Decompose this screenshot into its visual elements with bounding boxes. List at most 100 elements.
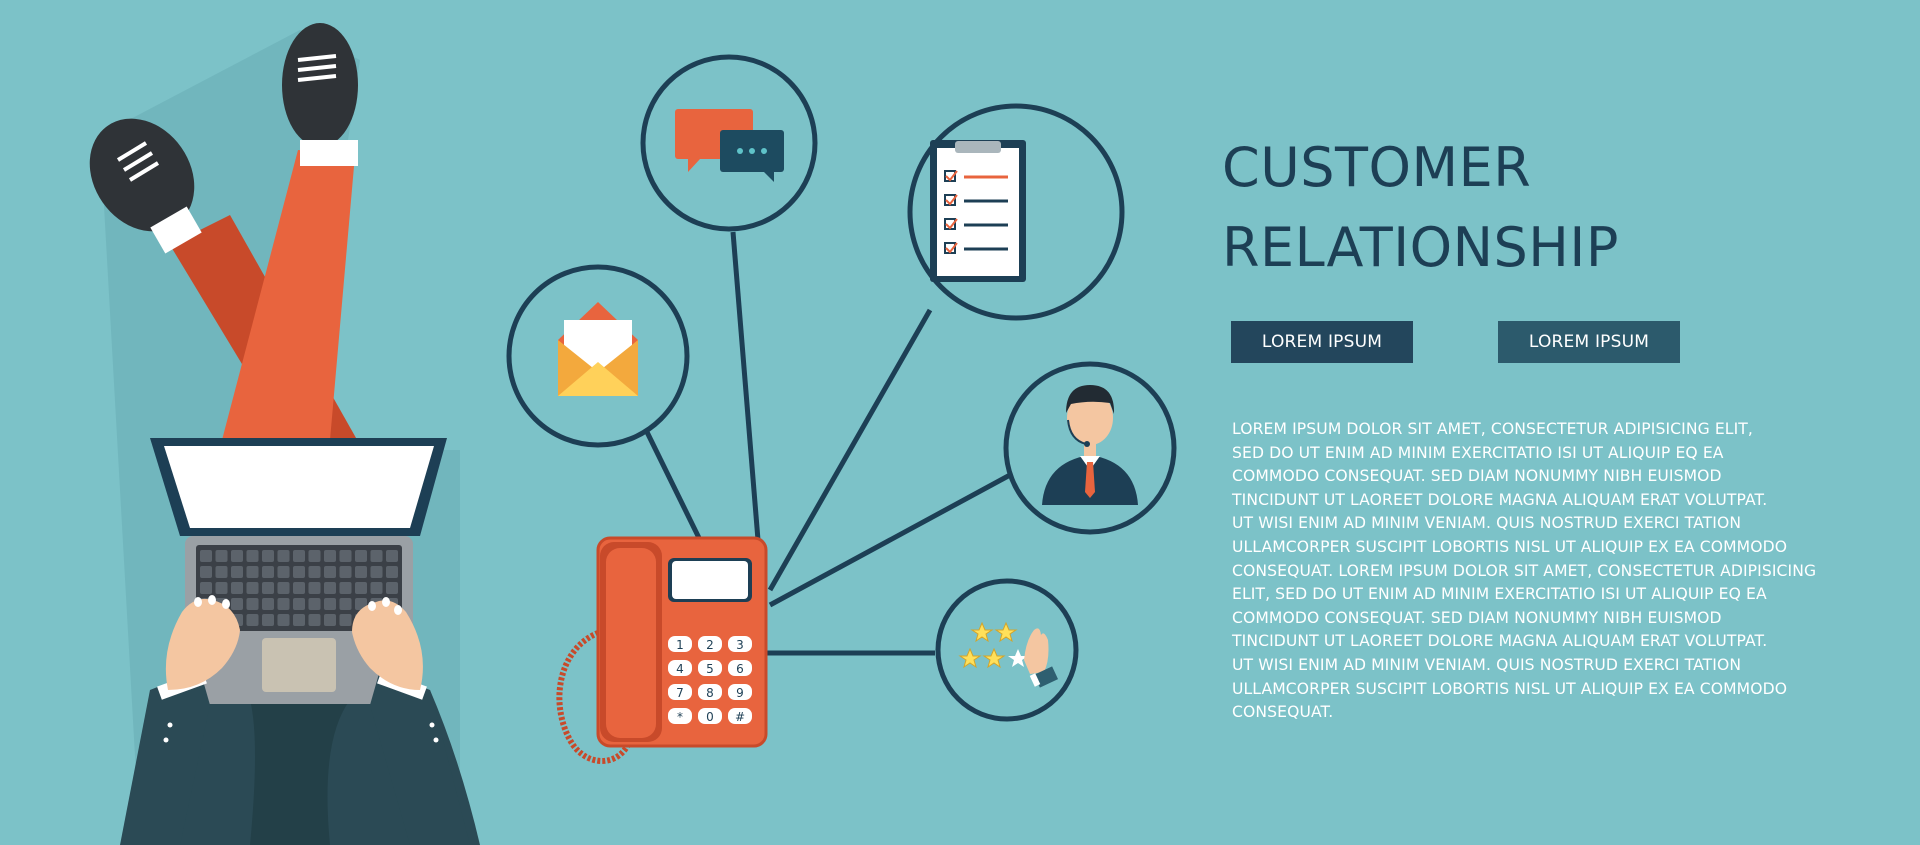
body-line: SED DO UT ENIM AD MINIM EXERCITATIO ISI … — [1232, 443, 1724, 462]
envelope-icon — [506, 264, 690, 448]
person-with-laptop — [89, 23, 480, 845]
phone-key-label: 9 — [736, 686, 744, 700]
laptop-key — [355, 582, 367, 594]
laptop-key — [370, 550, 383, 562]
laptop-key — [355, 550, 367, 562]
laptop-key — [324, 614, 336, 626]
body-line: COMMODO CONSEQUAT. SED DIAM NONUMMY NIBH… — [1232, 608, 1722, 627]
laptop-key — [339, 550, 352, 562]
phone-key-label: 3 — [736, 638, 744, 652]
phone-key-label: * — [677, 710, 683, 724]
body-line: ELIT, SED DO UT ENIM AD MINIM EXERCITATI… — [1232, 585, 1767, 604]
body-line: UT WISI ENIM AD MINIM VENIAM. QUIS NOSTR… — [1232, 655, 1742, 674]
body-line: ULLAMCORPER SUSCIPIT LOBORTIS NISL UT AL… — [1232, 679, 1788, 698]
laptop-key — [308, 598, 321, 610]
laptop-icon — [150, 438, 447, 704]
phone-key: * — [668, 708, 692, 724]
laptop-key — [262, 598, 274, 610]
laptop-key — [324, 550, 336, 562]
laptop-key — [277, 582, 290, 594]
phone-key-label: 0 — [706, 710, 714, 724]
laptop-key — [355, 566, 367, 578]
body-line: ULLAMCORPER SUSCIPIT LOBORTIS NISL UT AL… — [1232, 537, 1788, 556]
phone-key: 6 — [728, 660, 752, 676]
laptop-key — [231, 598, 243, 610]
chat-bubbles-icon — [640, 54, 818, 232]
laptop-key — [370, 582, 383, 594]
phone-key-label: # — [735, 710, 745, 724]
laptop-key — [308, 582, 321, 594]
laptop-key — [339, 566, 352, 578]
laptop-key — [262, 582, 274, 594]
body-text: LOREM IPSUM DOLOR SIT AMET, CONSECTETUR … — [1232, 418, 1872, 725]
phone-key: 4 — [668, 660, 692, 676]
phone-key: 9 — [728, 684, 752, 700]
laptop-key — [386, 566, 398, 578]
laptop-key — [277, 566, 290, 578]
laptop-key — [293, 550, 305, 562]
body-line: TINCIDUNT UT LAOREET DOLORE MAGNA ALIQUA… — [1232, 490, 1768, 509]
laptop-key — [200, 566, 212, 578]
laptop-key — [231, 550, 243, 562]
laptop-key — [246, 614, 259, 626]
connector-lines — [643, 231, 1012, 656]
body-line: COMMODO CONSEQUAT. SED DIAM NONUMMY NIBH… — [1232, 467, 1722, 486]
phone-key-label: 8 — [706, 686, 714, 700]
laptop-key — [324, 598, 336, 610]
laptop-key — [262, 566, 274, 578]
laptop-key — [246, 550, 259, 562]
body-line: CONSEQUAT. — [1232, 703, 1334, 722]
laptop-key — [215, 566, 228, 578]
laptop-key — [262, 614, 274, 626]
laptop-key — [386, 550, 398, 562]
laptop-key — [308, 566, 321, 578]
laptop-key — [355, 598, 367, 610]
laptop-key — [200, 550, 212, 562]
body-line: TINCIDUNT UT LAOREET DOLORE MAGNA ALIQUA… — [1232, 632, 1768, 651]
laptop-key — [339, 582, 352, 594]
laptop-key — [262, 550, 274, 562]
laptop-key — [231, 566, 243, 578]
title-line-2: RELATIONSHIP — [1222, 216, 1619, 279]
laptop-key — [293, 598, 305, 610]
laptop-key — [308, 550, 321, 562]
laptop-key — [246, 598, 259, 610]
phone-key-label: 5 — [706, 662, 714, 676]
checklist-clipboard-icon — [907, 103, 1125, 321]
phone-key: 1 — [668, 636, 692, 652]
page-title: CUSTOMER RELATIONSHIP — [1222, 128, 1619, 288]
laptop-key — [324, 566, 336, 578]
phone-key-label: 4 — [676, 662, 684, 676]
laptop-key — [339, 598, 352, 610]
laptop-key — [215, 550, 228, 562]
phone-key-label: 2 — [706, 638, 714, 652]
laptop-key — [215, 582, 228, 594]
laptop-key — [200, 582, 212, 594]
body-line: LOREM IPSUM DOLOR SIT AMET, CONSECTETUR … — [1232, 420, 1753, 438]
laptop-key — [293, 566, 305, 578]
laptop-key — [308, 614, 321, 626]
body-line: CONSEQUAT. LOREM IPSUM DOLOR SIT AMET, C… — [1232, 561, 1817, 580]
title-line-1: CUSTOMER — [1222, 136, 1532, 199]
phone-key: 2 — [698, 636, 722, 652]
laptop-key — [246, 566, 259, 578]
star-rating-icon — [935, 578, 1079, 722]
lorem-ipsum-button-primary[interactable]: LOREM IPSUM — [1231, 321, 1413, 363]
phone-key-label: 1 — [676, 638, 684, 652]
laptop-key — [339, 614, 352, 626]
laptop-key — [277, 598, 290, 610]
phone-key: 8 — [698, 684, 722, 700]
laptop-key — [386, 582, 398, 594]
laptop-key — [277, 614, 290, 626]
laptop-key — [277, 550, 290, 562]
phone-key-label: 6 — [736, 662, 744, 676]
laptop-key — [246, 582, 259, 594]
body-line: UT WISI ENIM AD MINIM VENIAM. QUIS NOSTR… — [1232, 514, 1742, 533]
laptop-key — [293, 614, 305, 626]
phone-key: 3 — [728, 636, 752, 652]
lorem-ipsum-button-secondary[interactable]: LOREM IPSUM — [1498, 321, 1680, 363]
laptop-key — [370, 566, 383, 578]
